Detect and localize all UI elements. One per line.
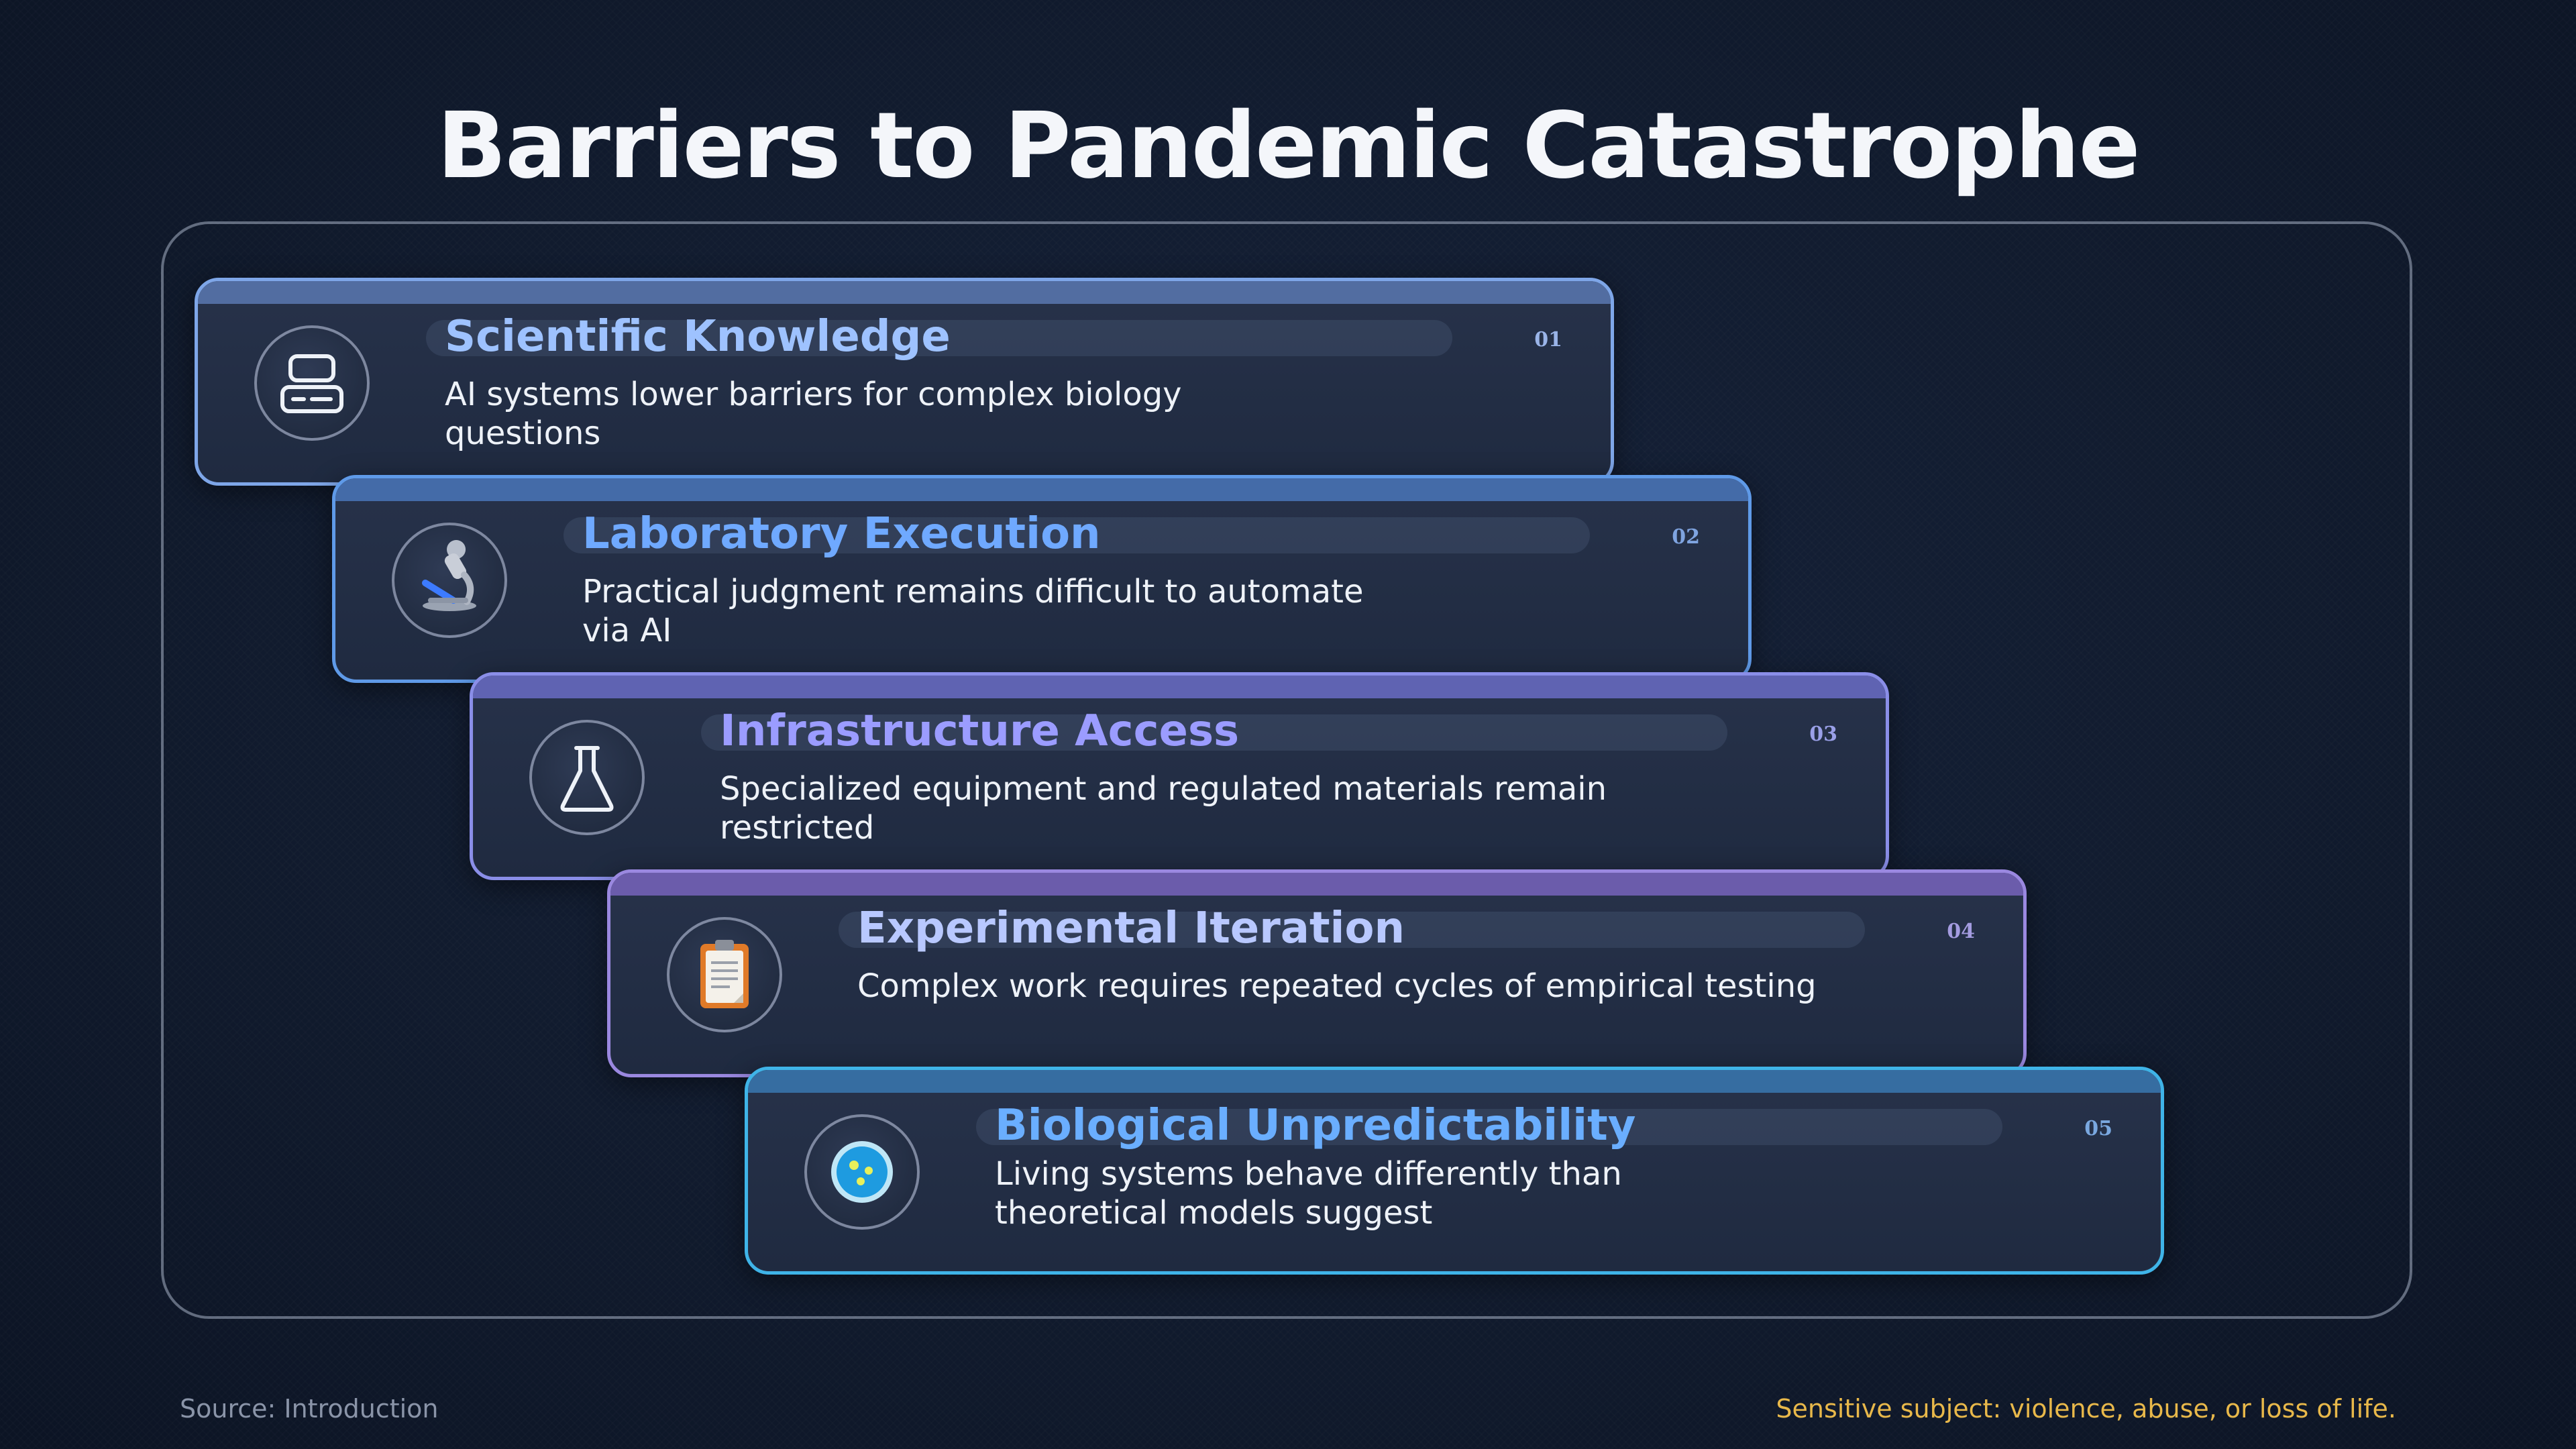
card-title: Scientific Knowledge: [445, 312, 951, 362]
card-number: 01: [1534, 328, 1562, 352]
sensitive-content-warning: Sensitive subject: violence, abuse, or l…: [1776, 1394, 2396, 1424]
card-title: Experimental Iteration: [857, 904, 1405, 953]
card-title-highlight: [701, 714, 1727, 751]
barrier-card-scientific-knowledge: Scientific Knowledge AI systems lower ba…: [195, 278, 1614, 486]
card-title: Laboratory Execution: [582, 509, 1101, 559]
barrier-card-biological-unpredictability: Biological Unpredictability Living syste…: [745, 1067, 2164, 1275]
barrier-card-experimental-iteration: Experimental Iteration Complex work requ…: [607, 869, 2027, 1077]
knowledge-server-icon: [280, 354, 343, 413]
card-header-bar: [748, 1070, 2161, 1093]
card-icon-badge: [667, 917, 782, 1032]
card-number: 05: [2084, 1117, 2112, 1140]
barrier-card-laboratory-execution: Laboratory Execution Practical judgment …: [332, 475, 1752, 683]
card-description: Complex work requires repeated cycles of…: [857, 967, 1817, 1005]
card-number: 03: [1809, 722, 1837, 746]
card-title-highlight: [976, 1109, 2002, 1145]
card-description: AI systems lower barriers for complex bi…: [445, 376, 1182, 452]
card-icon-badge: [804, 1114, 920, 1230]
card-header-bar: [610, 873, 2023, 896]
card-description: Living systems behave differently than t…: [995, 1155, 1622, 1232]
petri-dish-icon: [831, 1141, 893, 1203]
card-icon-badge: [392, 523, 507, 638]
card-title-highlight: [564, 517, 1590, 553]
barrier-card-infrastructure-access: Infrastructure Access Specialized equipm…: [470, 672, 1889, 880]
source-note: Source: Introduction: [180, 1394, 439, 1424]
card-number: 02: [1672, 525, 1700, 549]
card-header-bar: [335, 478, 1748, 501]
card-title: Biological Unpredictability: [995, 1101, 1636, 1150]
page-title: Barriers to Pandemic Catastrophe: [437, 93, 2140, 199]
card-title: Infrastructure Access: [720, 706, 1240, 756]
content-frame: [161, 221, 2412, 1319]
card-icon-badge: [529, 720, 645, 835]
card-title-highlight: [839, 912, 1865, 948]
card-number: 04: [1947, 920, 1975, 943]
flask-icon: [560, 746, 614, 812]
card-description: Specialized equipment and regulated mate…: [720, 770, 1607, 847]
card-header-bar: [473, 676, 1886, 698]
card-header-bar: [198, 281, 1611, 304]
microscope-icon: [422, 540, 476, 611]
card-description: Practical judgment remains difficult to …: [582, 573, 1364, 649]
clipboard-icon: [700, 940, 749, 1008]
card-title-highlight: [426, 320, 1452, 356]
card-icon-badge: [254, 325, 370, 441]
